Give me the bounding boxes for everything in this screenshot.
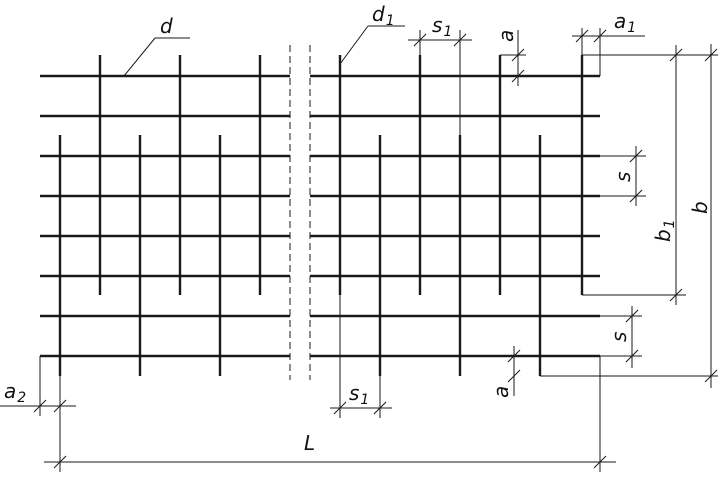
dimension-tick: [453, 33, 467, 47]
right-horizontal-bars: [310, 74, 600, 358]
dimension-tick: [507, 369, 521, 383]
a1-dimension: a1: [572, 9, 645, 76]
dimension-tick: [629, 149, 643, 163]
s-right-top-dimension: s: [600, 146, 646, 206]
s1-bottom-dimension: s1: [330, 295, 392, 418]
L-label: L: [304, 431, 315, 455]
dimension-tick: [704, 369, 718, 383]
d-label: d: [160, 14, 173, 38]
L-dimension: L: [44, 356, 616, 472]
a2-label: a2: [4, 379, 26, 406]
dimension-tick: [511, 69, 525, 83]
a-bottom-label: a: [489, 386, 513, 398]
b1-label: b1: [651, 219, 678, 242]
dimension-tick: [33, 399, 47, 413]
a1-label: a1: [614, 9, 636, 36]
d1-leader-line: [339, 25, 369, 65]
d1-leader: d1: [339, 2, 405, 65]
dimension-tick: [511, 48, 525, 62]
s-right-bottom-label: s: [607, 332, 631, 342]
d1-label: d1: [372, 2, 395, 29]
left-horizontal-bars: [40, 74, 290, 358]
dimension-tick: [53, 455, 67, 469]
dimension-tick: [373, 401, 387, 415]
d-leader-line: [123, 37, 156, 77]
s1-top-label: s1: [432, 13, 452, 40]
s1-bottom-label: s1: [349, 381, 369, 408]
dimension-tick: [625, 349, 639, 363]
a-top-dimension: a: [494, 30, 526, 86]
b-label: b: [688, 201, 712, 214]
s1-top-dimension: s1: [408, 13, 472, 135]
dimension-tick: [507, 349, 521, 363]
s-right-top-label: s: [611, 172, 635, 182]
dimension-tick: [593, 29, 607, 43]
a-bottom-dimension: a: [489, 346, 540, 398]
dimension-tick: [669, 288, 683, 302]
a-top-label: a: [494, 30, 518, 42]
dimension-tick: [333, 401, 347, 415]
dimension-tick: [625, 309, 639, 323]
s-right-bottom-dimension: s: [600, 306, 642, 368]
right-vertical-bars: [338, 55, 584, 376]
a2-dimension: a2: [0, 356, 76, 416]
dimension-tick: [593, 455, 607, 469]
b1-dimension: b1: [582, 45, 686, 305]
d-leader: d: [123, 14, 190, 77]
dimension-tick: [629, 189, 643, 203]
b-dimension: b: [540, 44, 718, 388]
left-vertical-bars: [58, 55, 262, 376]
dimension-tick: [704, 48, 718, 62]
dimension-tick: [413, 33, 427, 47]
dimension-tick: [575, 29, 589, 43]
